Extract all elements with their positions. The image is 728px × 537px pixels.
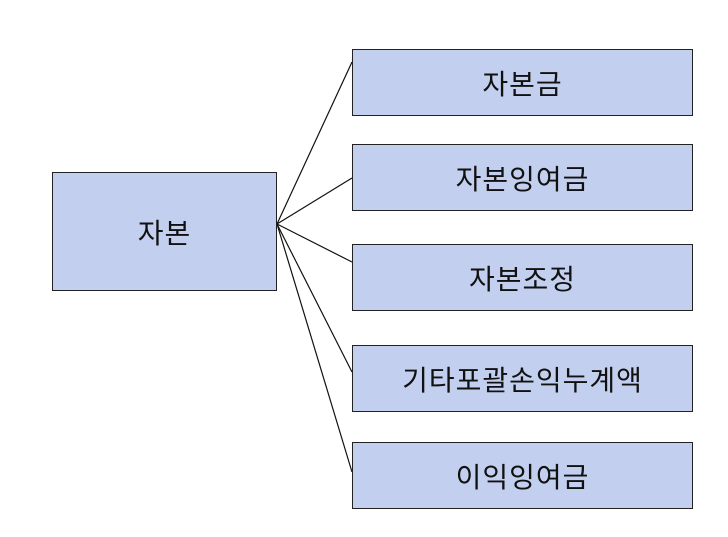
child-node-label: 이익잉여금 (455, 460, 590, 494)
connector-line-capital-stock (276, 61, 353, 225)
connector-line-retained-earnings (276, 223, 353, 473)
root-node-label: 자본 (137, 216, 192, 250)
child-node-label: 기타포괄손익누계액 (402, 363, 643, 397)
connector-line-capital-surplus (276, 177, 353, 225)
child-node-label: 자본조정 (468, 262, 577, 296)
child-node-capital-stock: 자본금 (352, 49, 693, 116)
root-node-equity: 자본 (52, 172, 277, 291)
child-node-label: 자본잉여금 (455, 162, 590, 196)
child-node-aoci: 기타포괄손익누계액 (352, 345, 693, 412)
connector-line-capital-adjustment (276, 223, 353, 263)
connector-line-aoci (276, 223, 353, 373)
child-node-capital-surplus: 자본잉여금 (352, 144, 693, 211)
child-node-retained-earnings: 이익잉여금 (352, 442, 693, 509)
child-node-capital-adjustment: 자본조정 (352, 244, 693, 311)
child-node-label: 자본금 (482, 67, 563, 101)
